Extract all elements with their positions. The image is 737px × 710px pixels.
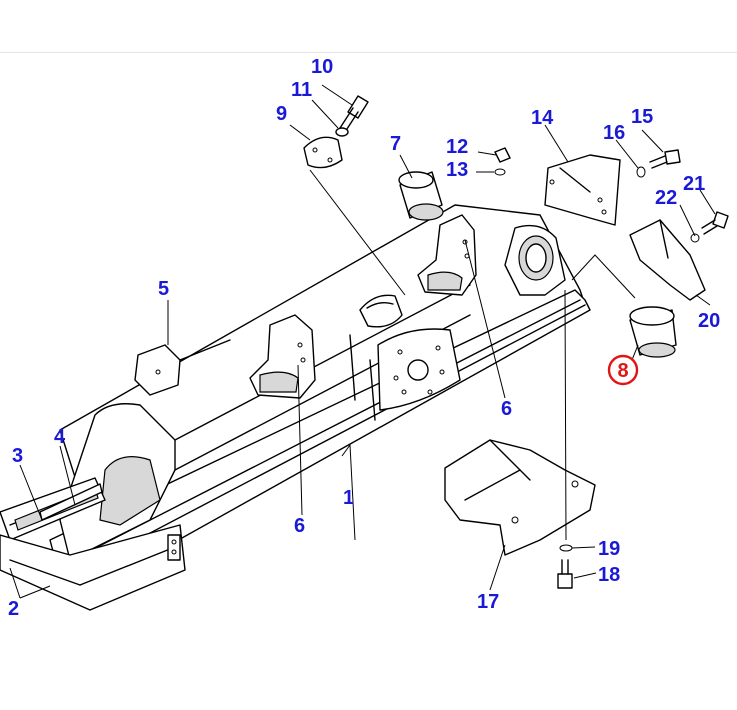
cover-9 xyxy=(303,136,343,169)
callout-5: 5 xyxy=(158,278,169,300)
plug-12 xyxy=(494,147,511,163)
callout-18: 18 xyxy=(598,564,620,586)
callout-7: 7 xyxy=(390,133,401,155)
washer-19 xyxy=(559,544,573,552)
callout-14: 14 xyxy=(531,107,554,129)
callout-21: 21 xyxy=(683,173,705,195)
collar-8 xyxy=(629,306,677,358)
callout-16: 16 xyxy=(603,122,625,144)
plate-14 xyxy=(544,154,621,226)
callout-20: 20 xyxy=(698,310,720,332)
washer-13 xyxy=(494,168,506,176)
bolt-10 xyxy=(339,95,369,133)
callout-3: 3 xyxy=(12,445,23,467)
bolt-18 xyxy=(557,559,573,589)
leader-lines xyxy=(9,84,716,599)
callout-6a: 6 xyxy=(294,515,305,537)
callout-1: 1 xyxy=(343,487,354,509)
washer-11 xyxy=(335,127,349,137)
callout-9: 9 xyxy=(276,103,287,125)
top-divider xyxy=(0,52,737,53)
callout-4: 4 xyxy=(54,426,66,448)
bolt-15 xyxy=(649,149,681,169)
callouts: 1 2 3 4 5 6 6 7 8 9 10 11 12 13 14 15 16… xyxy=(8,56,720,620)
collar-7 xyxy=(398,171,444,221)
washer-22 xyxy=(690,233,700,243)
callout-22: 22 xyxy=(655,187,677,209)
bolt-21 xyxy=(701,211,729,235)
callout-10: 10 xyxy=(311,56,333,78)
washer-16 xyxy=(636,166,646,178)
bracket-5 xyxy=(134,339,231,396)
callout-8: 8 xyxy=(617,360,628,382)
bracket-6-rear xyxy=(417,214,477,296)
bracket-17 xyxy=(444,439,596,556)
callout-15: 15 xyxy=(631,106,653,128)
callout-6b: 6 xyxy=(501,398,512,420)
callout-13: 13 xyxy=(446,159,468,181)
callout-11: 11 xyxy=(291,79,312,101)
callout-17: 17 xyxy=(477,591,499,613)
rear-bearing-housing xyxy=(504,224,566,296)
callout-2: 2 xyxy=(8,598,19,620)
guard-20 xyxy=(629,219,706,301)
callout-8-highlight: 8 xyxy=(607,354,639,386)
callout-12: 12 xyxy=(446,136,468,158)
callout-19: 19 xyxy=(598,538,620,560)
